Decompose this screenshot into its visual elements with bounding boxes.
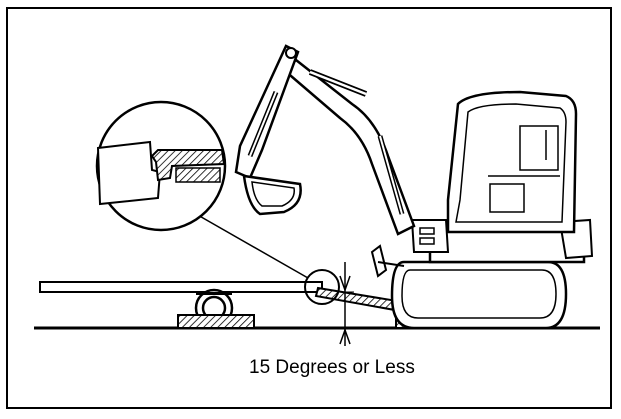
angle-indicator bbox=[339, 262, 354, 346]
trailer-deck bbox=[39, 281, 323, 293]
ramp-hook-detail-icon bbox=[95, 100, 227, 232]
detail-marker-circle bbox=[304, 269, 340, 305]
angle-caption: 15 Degrees or Less bbox=[249, 357, 415, 378]
wheel-chock-block bbox=[177, 314, 255, 329]
excavator-icon bbox=[234, 44, 594, 330]
detail-leader-line bbox=[195, 213, 309, 279]
